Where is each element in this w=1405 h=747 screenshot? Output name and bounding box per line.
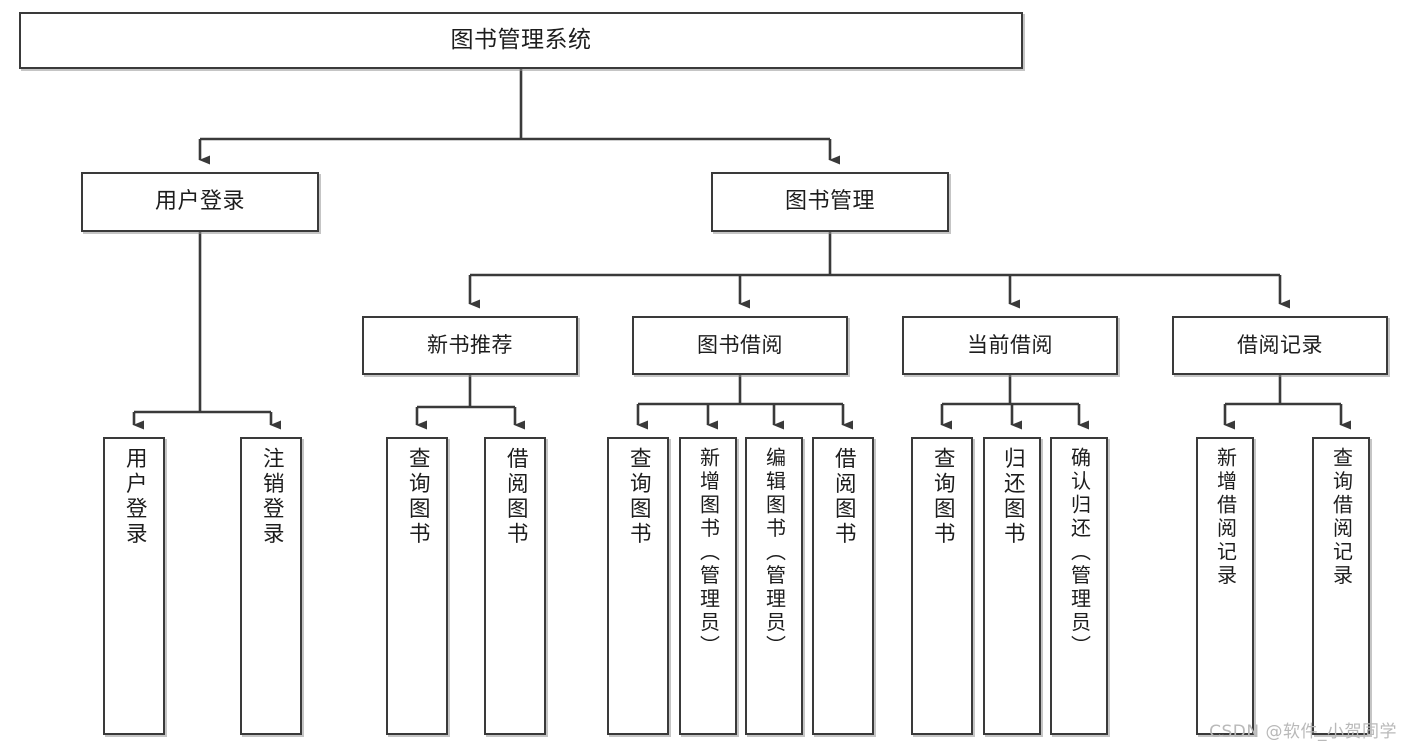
node-leaf-query-book-2[interactable]: 查询图书 <box>607 437 669 735</box>
node-label: 用户登录 <box>154 189 245 215</box>
node-label: 确认归还（管理员） <box>1067 447 1092 659</box>
node-label: 查询图书 <box>930 447 956 547</box>
node-label: 用户登录 <box>122 447 148 547</box>
node-leaf-query-book-3[interactable]: 查询图书 <box>911 437 973 735</box>
node-label: 归还图书 <box>1000 447 1026 547</box>
node-label: 编辑图书（管理员） <box>762 447 787 659</box>
node-leaf-edit-book[interactable]: 编辑图书（管理员） <box>745 437 803 735</box>
node-current-borrow[interactable]: 当前借阅 <box>902 316 1118 375</box>
node-label: 新书推荐 <box>427 333 513 358</box>
node-label: 新增图书（管理员） <box>696 447 721 659</box>
node-leaf-confirm-return[interactable]: 确认归还（管理员） <box>1050 437 1108 735</box>
node-new-book-rec[interactable]: 新书推荐 <box>362 316 578 375</box>
node-label: 当前借阅 <box>967 333 1053 358</box>
node-root[interactable]: 图书管理系统 <box>19 12 1023 69</box>
node-leaf-query-book-1[interactable]: 查询图书 <box>386 437 448 735</box>
node-label: 新增借阅记录 <box>1213 447 1238 588</box>
node-label: 注销登录 <box>259 447 285 547</box>
node-label: 图书管理系统 <box>450 26 592 53</box>
node-leaf-user-login[interactable]: 用户登录 <box>103 437 165 735</box>
node-book-manage[interactable]: 图书管理 <box>711 172 949 232</box>
node-leaf-return-book[interactable]: 归还图书 <box>983 437 1041 735</box>
node-label: 查询图书 <box>405 447 431 547</box>
node-book-borrow[interactable]: 图书借阅 <box>632 316 848 375</box>
node-leaf-borrow-book-2[interactable]: 借阅图书 <box>812 437 874 735</box>
node-user-login[interactable]: 用户登录 <box>81 172 319 232</box>
node-label: 查询图书 <box>626 447 652 547</box>
node-label: 图书借阅 <box>697 333 783 358</box>
node-leaf-user-logout[interactable]: 注销登录 <box>240 437 302 735</box>
node-label: 图书管理 <box>784 189 875 215</box>
node-label: 查询借阅记录 <box>1329 447 1354 588</box>
csdn-watermark: CSDN @软件_小贺同学 <box>1209 722 1397 742</box>
node-leaf-borrow-book-1[interactable]: 借阅图书 <box>484 437 546 735</box>
node-leaf-query-record[interactable]: 查询借阅记录 <box>1312 437 1370 735</box>
node-label: 借阅记录 <box>1237 333 1323 358</box>
node-leaf-add-record[interactable]: 新增借阅记录 <box>1196 437 1254 735</box>
node-label: 借阅图书 <box>503 447 529 547</box>
node-label: 借阅图书 <box>831 447 857 547</box>
node-leaf-add-book[interactable]: 新增图书（管理员） <box>679 437 737 735</box>
node-borrow-record[interactable]: 借阅记录 <box>1172 316 1388 375</box>
